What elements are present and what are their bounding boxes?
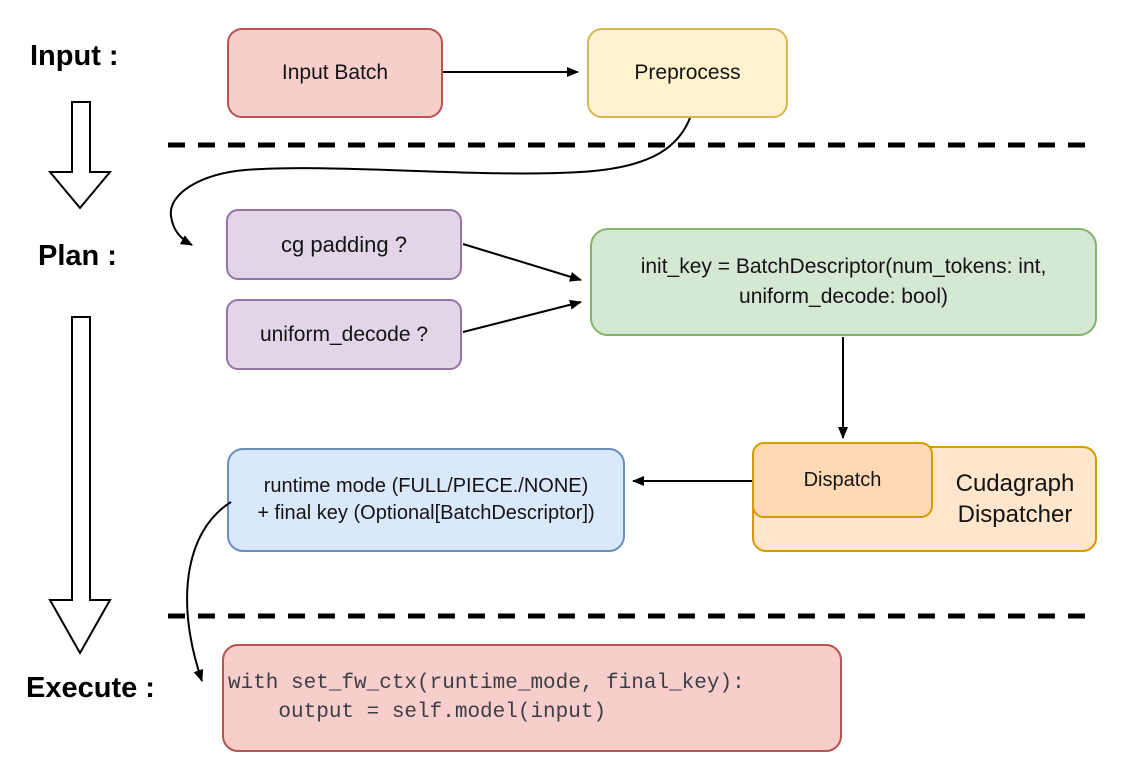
- node-input-batch-label: Input Batch: [281, 61, 389, 84]
- hollow-down-arrow-plan-to-execute-icon: [48, 316, 112, 656]
- stage-label-plan: Plan :: [38, 240, 117, 272]
- node-runtime-mode: runtime mode (FULL/PIECE./NONE) + final …: [227, 448, 625, 552]
- stage-label-input: Input :: [30, 40, 119, 72]
- node-cg-padding-label: cg padding ?: [281, 231, 407, 257]
- node-execute-code: with set_fw_ctx(runtime_mode, final_key)…: [222, 644, 842, 752]
- node-uniform-decode: uniform_decode ?: [226, 299, 462, 370]
- node-runtime-mode-line1: runtime mode (FULL/PIECE./NONE): [263, 475, 589, 497]
- stage-label-execute: Execute :: [26, 672, 155, 704]
- arrow-uniform-decode-to-init-key: [462, 299, 582, 333]
- node-preprocess-label: Preprocess: [634, 61, 741, 84]
- node-init-key: init_key = BatchDescriptor(num_tokens: i…: [590, 228, 1097, 336]
- node-dispatch: Dispatch: [752, 442, 933, 518]
- hollow-down-arrow-input-to-plan-icon: [47, 101, 113, 210]
- node-dispatch-label: Dispatch: [803, 468, 882, 491]
- node-preprocess: Preprocess: [587, 28, 788, 118]
- node-init-key-line1: init_key = BatchDescriptor(num_tokens: i…: [640, 255, 1047, 278]
- node-cg-padding: cg padding ?: [226, 209, 462, 280]
- node-init-key-line2: uniform_decode: bool): [739, 285, 948, 308]
- node-execute-code-line1: with set_fw_ctx(runtime_mode, final_key)…: [228, 672, 745, 695]
- arrow-cg-padding-to-init-key: [462, 243, 582, 282]
- node-cudagraph-dispatcher-label: Cudagraph Dispatcher: [955, 470, 1075, 528]
- node-input-batch: Input Batch: [227, 28, 443, 118]
- node-execute-code-line2: output = self.model(input): [228, 701, 607, 724]
- node-uniform-decode-label: uniform_decode ?: [259, 322, 429, 346]
- node-runtime-mode-line2: + final key (Optional[BatchDescriptor]): [257, 502, 595, 524]
